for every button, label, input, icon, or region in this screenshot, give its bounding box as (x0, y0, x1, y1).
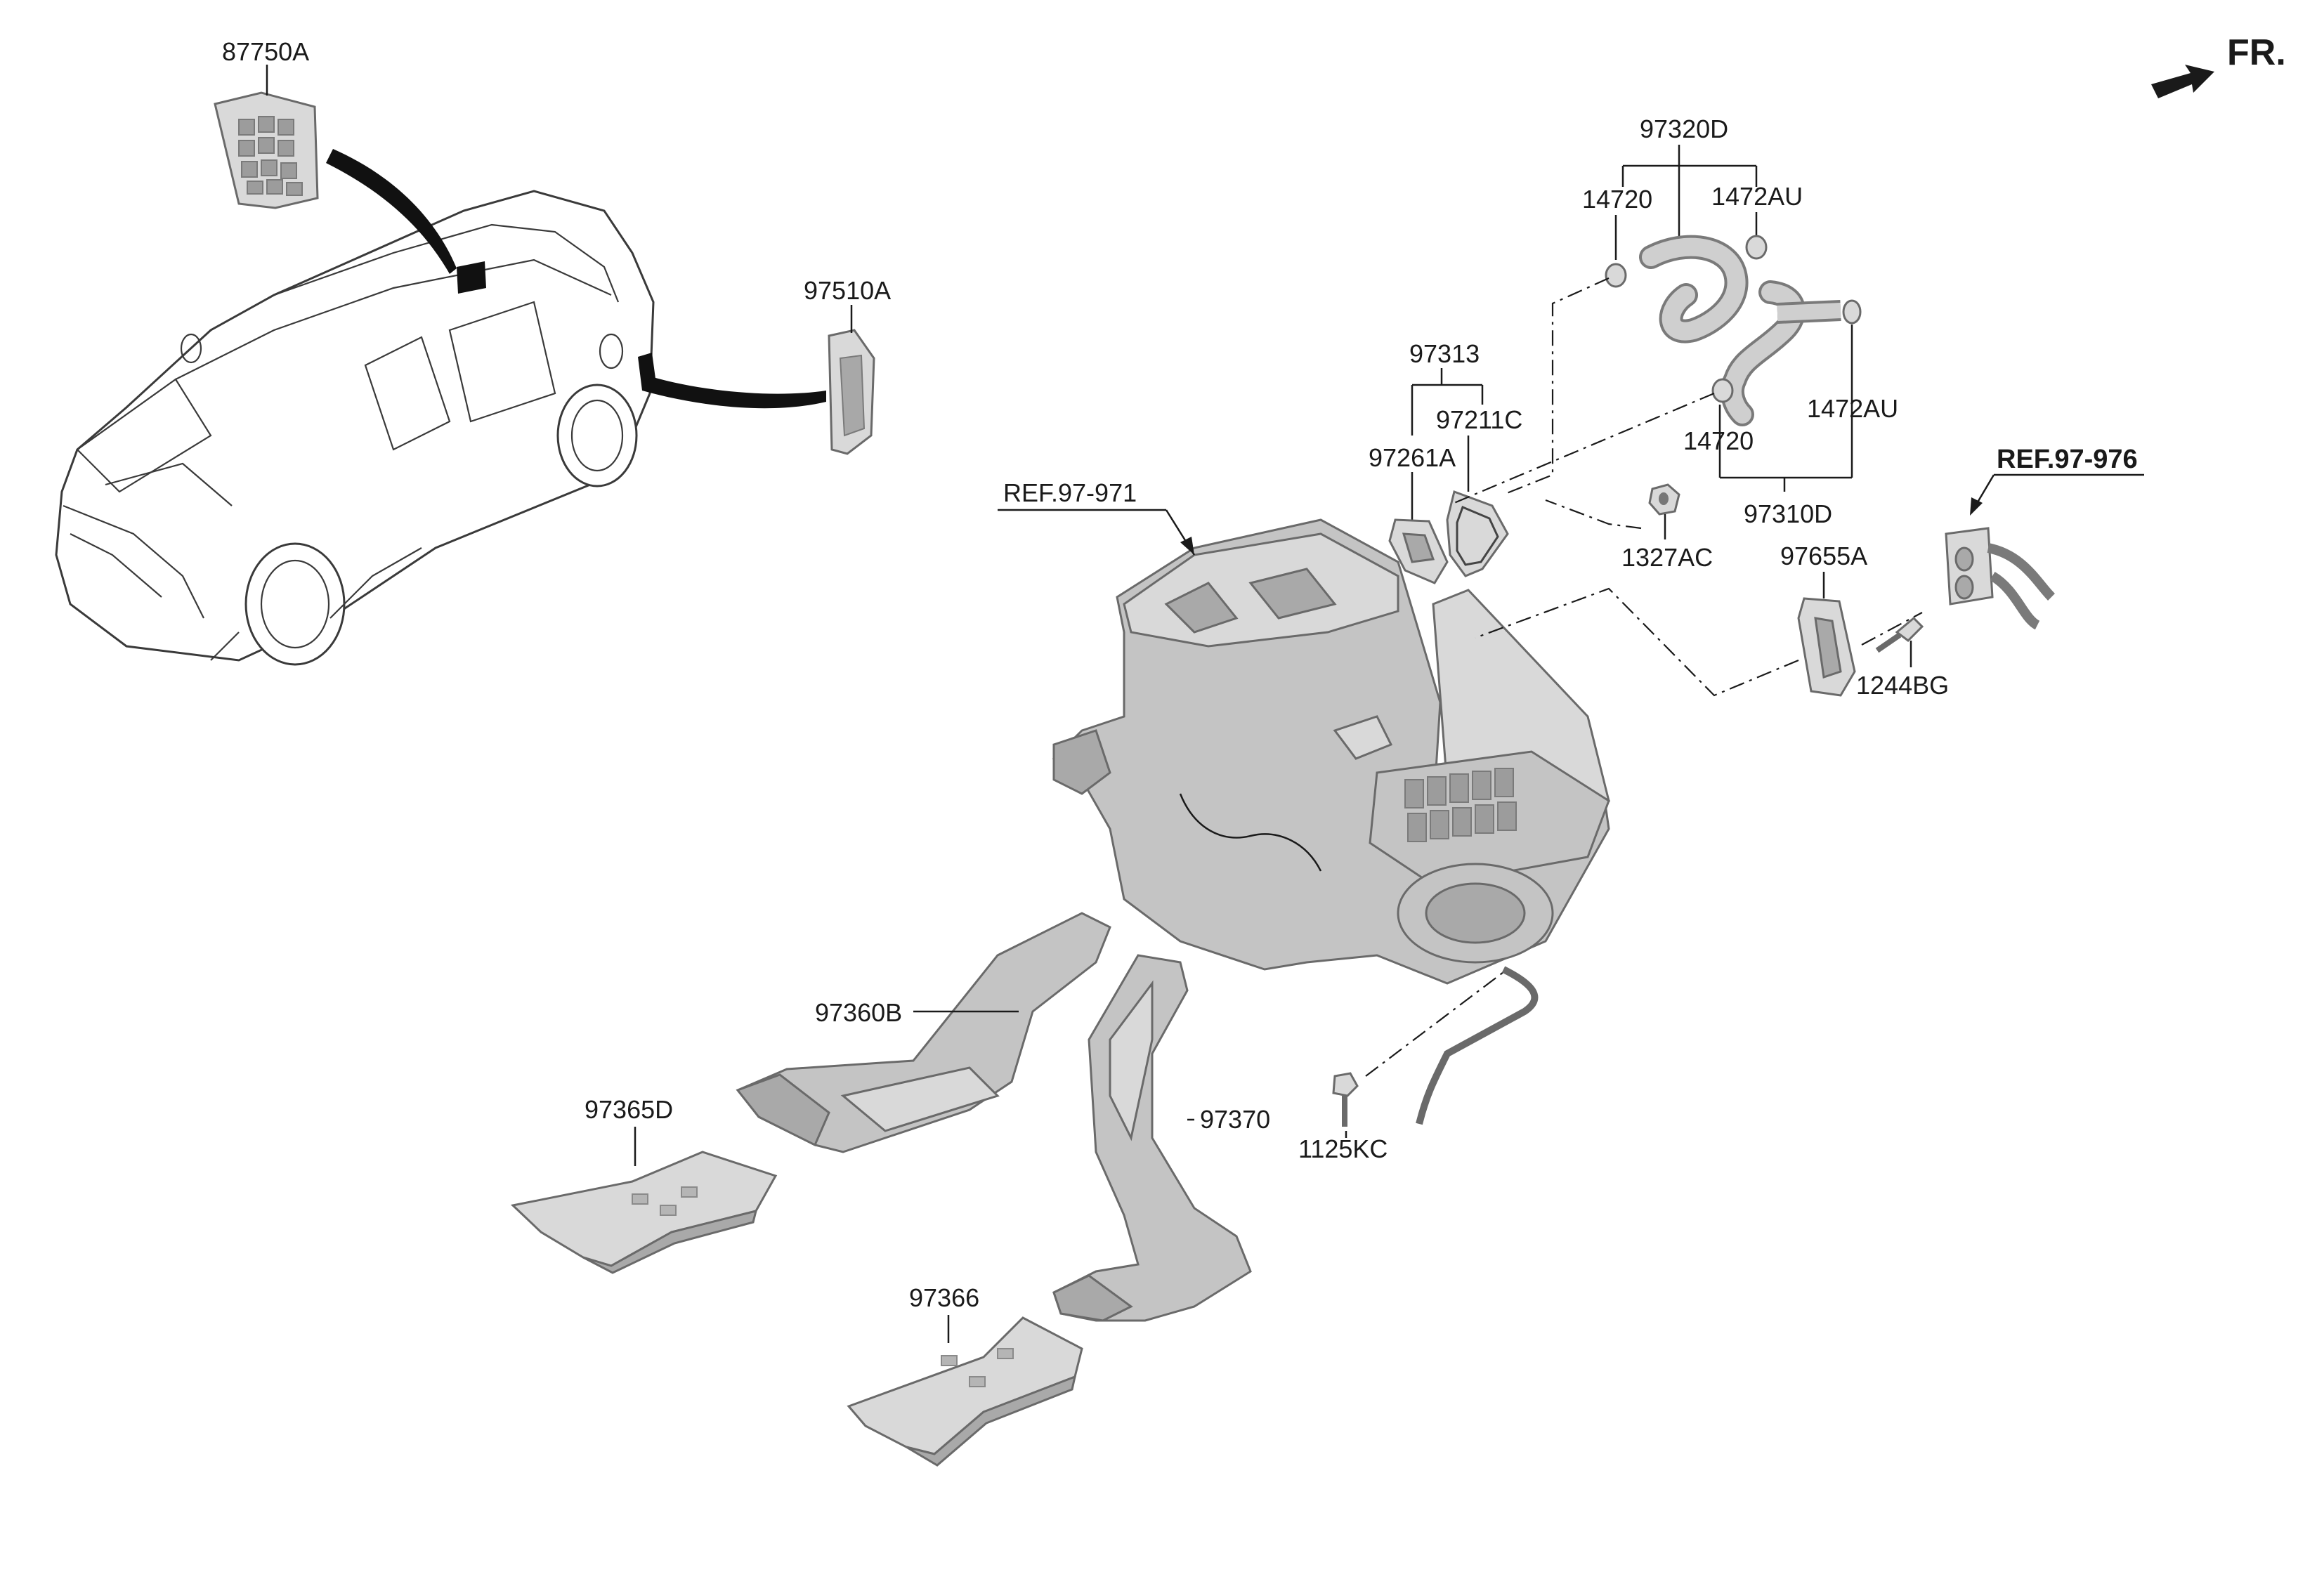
front-arrow-icon (2151, 65, 2214, 98)
label-ref-97-971: REF.97-971 (1003, 478, 1137, 507)
part-97365D: 97365D (510, 1095, 778, 1274)
label-97365D: 97365D (585, 1095, 673, 1124)
label-97510A: 97510A (804, 276, 891, 305)
part-97211C-gasket (1446, 490, 1509, 577)
label-97261A: 97261A (1369, 443, 1456, 472)
hvac-unit-assembly (1052, 518, 1610, 1125)
label-97370: 97370 (1200, 1105, 1270, 1134)
clamp-1472AU-top (1745, 235, 1768, 260)
reference-97-971: REF.97-971 (998, 478, 1196, 556)
label-1472AU-top: 1472AU (1711, 182, 1803, 211)
part-97510A: 97510A (642, 276, 891, 455)
part-97370: 97370 (1052, 954, 1270, 1322)
label-14720-mid: 14720 (1683, 426, 1754, 455)
part-1125KC: 1125KC (1298, 971, 1504, 1163)
front-label: FR. (2227, 32, 2286, 73)
label-87750A: 87750A (222, 37, 309, 66)
label-1244BG: 1244BG (1856, 671, 1949, 700)
vehicle-illustration (55, 190, 656, 666)
label-97320D: 97320D (1640, 114, 1728, 143)
bolt-icon (1895, 616, 1924, 642)
front-direction-indicator: FR. (2151, 32, 2286, 98)
part-97313-group: 97313 97211C 97261A (1369, 339, 1522, 584)
label-1125KC: 1125KC (1298, 1134, 1388, 1163)
clamp-14720-top (1605, 263, 1627, 288)
part-97360B: 97360B (736, 912, 1111, 1153)
label-97313: 97313 (1409, 339, 1480, 368)
screw-icon (1332, 1072, 1359, 1097)
clamp-14720-mid (1711, 378, 1734, 403)
part-97366: 97366 (847, 1283, 1083, 1467)
reference-97-976: REF.97-976 (1945, 445, 2144, 630)
clamp-1472AU-right (1842, 299, 1862, 325)
label-14720-top: 14720 (1582, 185, 1652, 214)
label-97655A: 97655A (1780, 542, 1867, 570)
label-1327AC: 1327AC (1621, 543, 1713, 572)
label-97211C: 97211C (1436, 405, 1522, 434)
label-1472AU-right: 1472AU (1807, 394, 1898, 423)
heater-hoses: 97320D 14720 1472AU 1472AU 14720 97310D (1454, 114, 1898, 528)
label-97310D: 97310D (1744, 499, 1832, 528)
label-97360B: 97360B (815, 998, 902, 1027)
part-97655A: 97655A (1475, 542, 1923, 697)
part-1327AC: 1327AC (1545, 483, 1713, 572)
part-87750A: 87750A (214, 37, 457, 274)
part-1244BG: 1244BG (1856, 616, 1949, 700)
label-97366: 97366 (909, 1283, 979, 1312)
label-ref-97-976: REF.97-976 (1997, 445, 2138, 474)
